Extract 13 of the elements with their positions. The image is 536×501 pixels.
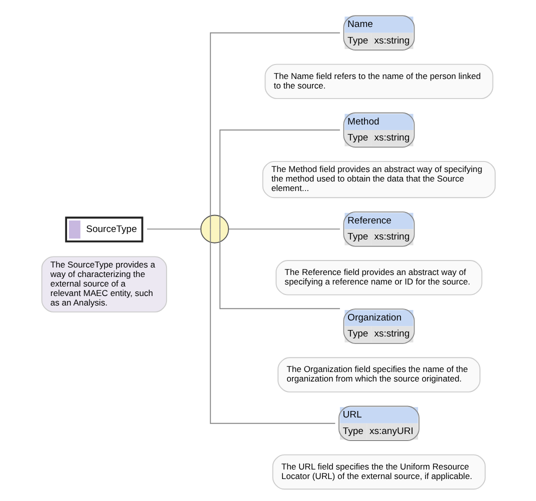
- connector: [228, 228, 340, 230]
- connector: [209, 32, 340, 230]
- connector: [218, 228, 340, 310]
- connector: [209, 228, 336, 424]
- node-circle: [200, 214, 228, 244]
- connector: [146, 228, 200, 230]
- node-label: The Organization field specifies the name of the organization from which the source originated.: [286, 364, 468, 384]
- node-label: The Name field refers to the name of the person linked to the source.: [273, 70, 480, 90]
- connector: [218, 130, 340, 230]
- node-label: The URL field specifies the the Uniform Resource Locator (URL) of the external source, if applicable.: [280, 461, 472, 481]
- node-label: The SourceType provides a way of characterizing the external source of a relevant MAEC entity, such as an Analysis.: [50, 259, 155, 308]
- node-label: The Reference field provides an abstract way of specifying a reference name or ID for the source.: [284, 266, 470, 287]
- node-label: The Method field provides an abstract way of specifying the method used to obtain the data that the Source element...: [270, 164, 482, 194]
